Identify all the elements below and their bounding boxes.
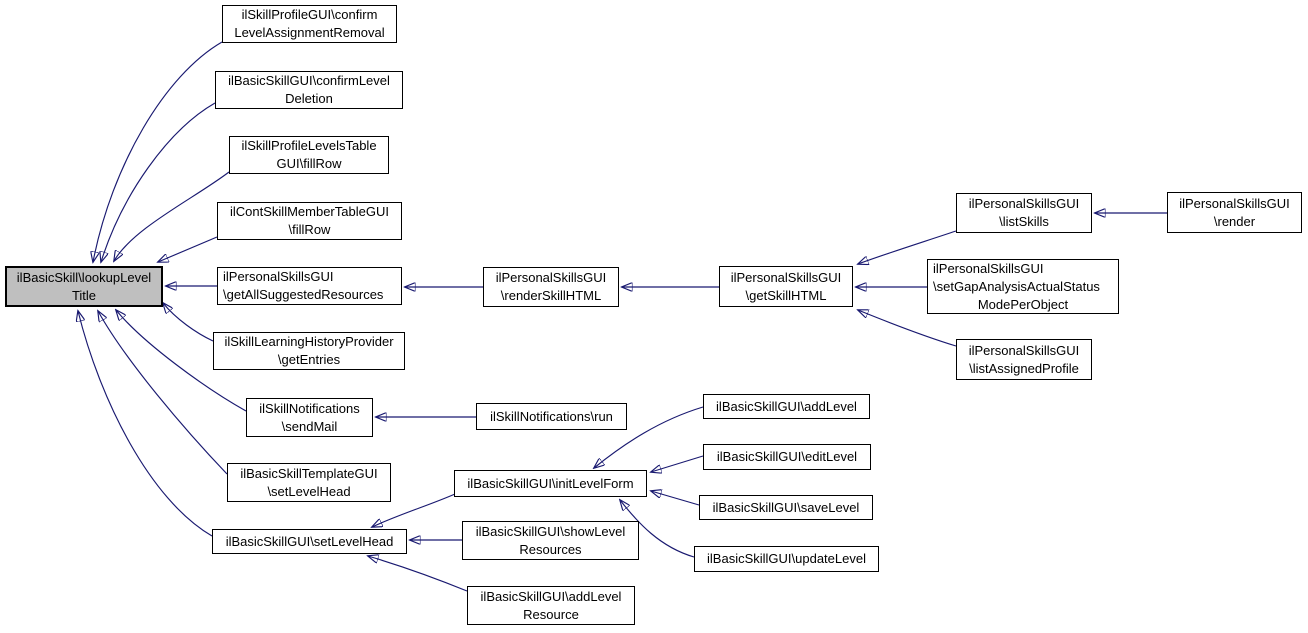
node-label-line: \setLevelHead xyxy=(267,483,351,499)
node-label-line: \renderSkillHTML xyxy=(500,288,602,303)
node-template-set-level-head[interactable]: ilBasicSkillTemplateGUI \setLevelHead xyxy=(227,463,391,502)
node-send-mail[interactable]: ilSkillNotifications \sendMail xyxy=(246,398,373,437)
node-label-line: ilSkillNotifications xyxy=(259,400,360,416)
node-label-line: ilPersonalSkillsGUI xyxy=(223,269,334,284)
node-label-line: ilContSkillMemberTableGUI xyxy=(230,204,389,219)
node-label-line: LevelAssignmentRemoval xyxy=(234,25,385,40)
edge-confirm-deletion-to-lookup xyxy=(101,102,216,262)
edge-edit-level-to-init-level-form xyxy=(651,455,704,472)
node-label-line: ilSkillNotifications\run xyxy=(490,408,613,424)
node-list-assigned-profile[interactable]: ilPersonalSkillsGUI \listAssignedProfile xyxy=(956,339,1092,380)
node-render-skill-html[interactable]: ilPersonalSkillsGUI \renderSkillHTML xyxy=(483,267,619,307)
node-update-level[interactable]: ilBasicSkillGUI\updateLevel xyxy=(694,546,879,572)
node-save-level[interactable]: ilBasicSkillGUI\saveLevel xyxy=(699,495,873,520)
node-label-line: ilBasicSkillGUI\addLevel xyxy=(716,398,857,414)
node-label-line: ilBasicSkillGUI\setLevelHead xyxy=(225,533,394,549)
node-get-all-suggested-resources[interactable]: ilPersonalSkillsGUI \getAllSuggestedReso… xyxy=(217,267,402,305)
node-label-line: ilBasicSkillGUI\addLevel xyxy=(480,588,622,604)
node-label-line: Deletion xyxy=(285,91,333,106)
node-label-line: Title xyxy=(71,287,97,303)
node-label-line: \getAllSuggestedResources xyxy=(223,287,384,302)
node-label-line: ilPersonalSkillsGUI xyxy=(1179,195,1290,211)
node-label-line: ilBasicSkill\lookupLevel xyxy=(16,269,152,285)
node-confirm-level-deletion[interactable]: ilBasicSkillGUI\confirmLevel Deletion xyxy=(215,71,403,109)
node-label-line: \sendMail xyxy=(281,418,338,434)
node-label-line: \getEntries xyxy=(277,352,341,367)
edge-save-level-to-init-level-form xyxy=(651,491,700,506)
node-personal-skills-render[interactable]: ilPersonalSkillsGUI \render xyxy=(1167,192,1302,233)
node-label-line: ilBasicSkillGUI\initLevelForm xyxy=(467,475,634,491)
node-label-line: ilPersonalSkillsGUI xyxy=(495,270,607,285)
node-label-line: Resource xyxy=(523,606,579,622)
node-add-level[interactable]: ilBasicSkillGUI\addLevel xyxy=(703,394,870,419)
node-label-line: \render xyxy=(1213,213,1256,229)
node-label-line: \listSkills xyxy=(999,214,1049,229)
node-label-line: \getSkillHTML xyxy=(745,287,827,303)
node-edit-level[interactable]: ilBasicSkillGUI\editLevel xyxy=(703,444,871,470)
node-label-line: ilPersonalSkillsGUI xyxy=(968,342,1080,358)
node-label-line: ilBasicSkillGUI\confirmLevel xyxy=(228,73,390,88)
node-lookup-level-title[interactable]: ilBasicSkill\lookupLevel Title xyxy=(5,266,163,307)
node-label-line: ilPersonalSkillsGUI xyxy=(933,260,1044,276)
node-label-line: ilBasicSkillGUI\showLevel xyxy=(475,523,626,539)
node-set-gap-analysis-actual-status-mode-per-object[interactable]: ilPersonalSkillsGUI \setGapAnalysisActua… xyxy=(927,259,1119,314)
node-cont-skill-member-table-fill-row[interactable]: ilContSkillMemberTableGUI \fillRow xyxy=(217,202,402,240)
node-init-level-form[interactable]: ilBasicSkillGUI\initLevelForm xyxy=(454,470,647,497)
edge-profile-levels-fillrow-to-lookup xyxy=(114,171,230,261)
edge-gui-set-level-head-to-lookup xyxy=(78,311,213,537)
node-label-line: \setGapAnalysisActualStatus xyxy=(933,278,1100,294)
node-label-line: ilBasicSkillTemplateGUI xyxy=(240,465,378,481)
node-label-line: Resources xyxy=(519,541,582,557)
node-skill-notifications-run[interactable]: ilSkillNotifications\run xyxy=(476,403,627,430)
edge-cont-fillrow-to-lookup xyxy=(158,236,218,262)
edge-list-assigned-to-get-skill-html xyxy=(858,310,957,347)
node-list-skills[interactable]: ilPersonalSkillsGUI \listSkills xyxy=(956,193,1092,233)
node-label-line: ilBasicSkillGUI\updateLevel xyxy=(707,551,866,566)
node-label-line: ilPersonalSkillsGUI xyxy=(730,269,842,285)
node-skill-profile-levels-table-fill-row[interactable]: ilSkillProfileLevelsTable GUI\fillRow xyxy=(229,136,389,174)
node-label-line: ilSkillLearningHistoryProvider xyxy=(224,334,394,349)
node-get-skill-html[interactable]: ilPersonalSkillsGUI \getSkillHTML xyxy=(719,266,853,307)
node-skill-learning-history-get-entries[interactable]: ilSkillLearningHistoryProvider \getEntri… xyxy=(213,332,405,370)
edge-add-level-resource-to-gui-set-level-head xyxy=(368,556,468,592)
node-label-line: ilSkillProfileLevelsTable xyxy=(241,138,377,153)
node-gui-set-level-head[interactable]: ilBasicSkillGUI\setLevelHead xyxy=(212,529,407,554)
node-label-line: ilSkillProfileGUI\confirm xyxy=(241,7,378,22)
node-show-level-resources[interactable]: ilBasicSkillGUI\showLevel Resources xyxy=(462,521,639,560)
edge-tpl-set-level-head-to-lookup xyxy=(98,311,228,475)
node-label-line: ilBasicSkillGUI\saveLevel xyxy=(712,499,860,515)
node-label-line: ilBasicSkillGUI\editLevel xyxy=(716,449,858,464)
edge-confirm-removal-to-lookup xyxy=(93,41,223,262)
node-confirm-level-assignment-removal[interactable]: ilSkillProfileGUI\confirm LevelAssignmen… xyxy=(222,5,397,43)
node-label-line: ilPersonalSkillsGUI xyxy=(968,196,1080,211)
node-label-line: ModePerObject xyxy=(977,296,1069,312)
node-label-line: \fillRow xyxy=(288,222,331,237)
edge-get-entries-to-lookup xyxy=(163,303,214,342)
node-label-line: GUI\fillRow xyxy=(276,156,342,171)
node-label-line: \listAssignedProfile xyxy=(969,360,1079,376)
node-add-level-resource[interactable]: ilBasicSkillGUI\addLevel Resource xyxy=(467,586,635,625)
